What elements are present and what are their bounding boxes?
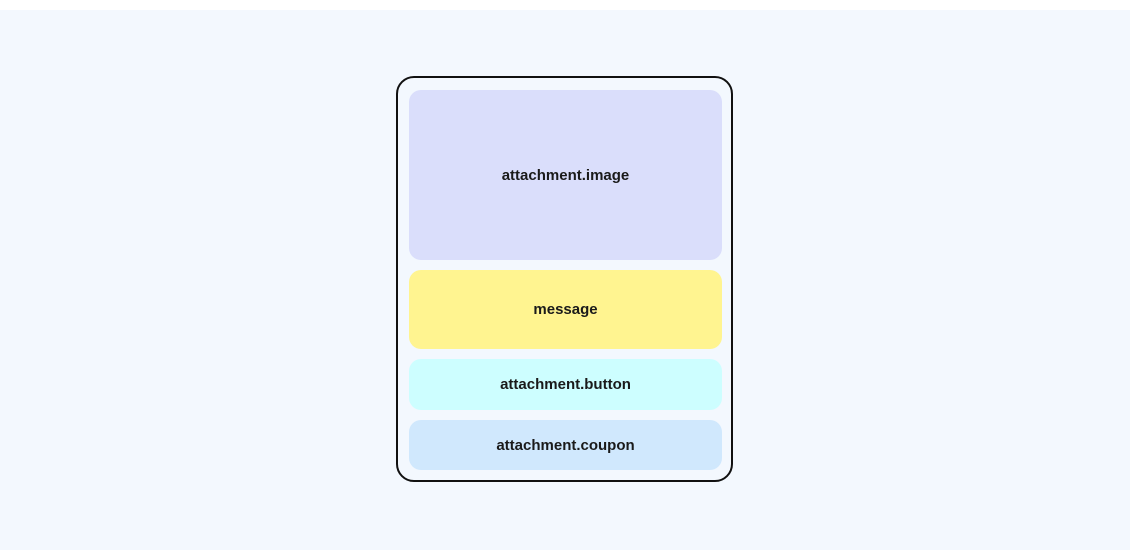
message-block: message <box>409 270 722 349</box>
attachment-image-block: attachment.image <box>409 90 722 260</box>
message-card-frame: attachment.image message attachment.butt… <box>396 76 733 482</box>
attachment-image-label: attachment.image <box>501 166 630 184</box>
attachment-coupon-label: attachment.coupon <box>496 436 635 454</box>
attachment-button-block: attachment.button <box>409 359 722 410</box>
message-label: message <box>533 301 598 318</box>
diagram-canvas: attachment.image message attachment.butt… <box>0 10 1130 550</box>
attachment-button-label: attachment.button <box>500 376 631 393</box>
attachment-coupon-block: attachment.coupon <box>409 420 722 470</box>
